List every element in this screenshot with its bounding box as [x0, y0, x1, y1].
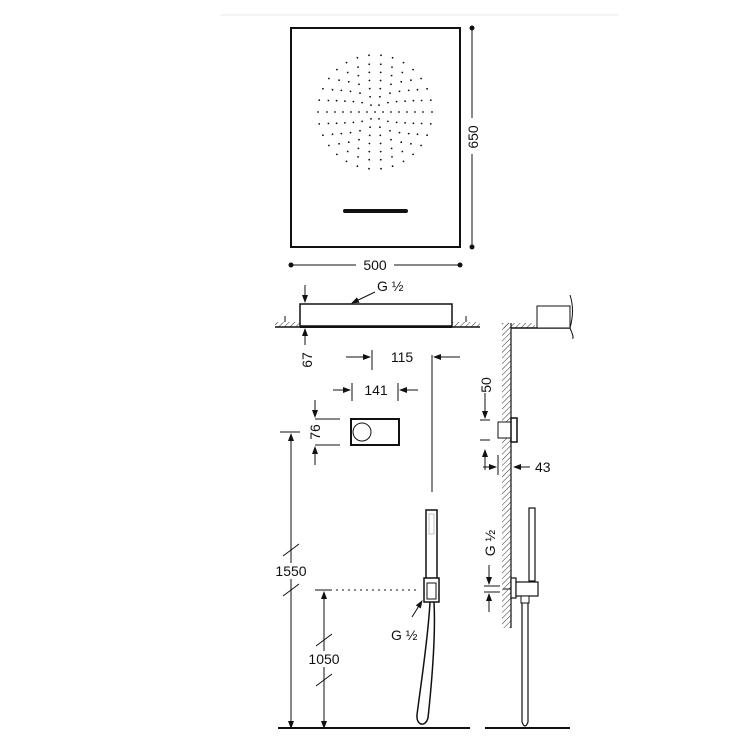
waterfall-slot: [343, 209, 408, 213]
dim-1050: 1050: [308, 589, 420, 729]
dim-76: 76: [307, 400, 340, 465]
dim-43: 43: [483, 455, 551, 475]
dim-label-side-thread: G ½: [482, 529, 498, 556]
dim-label-43: 43: [535, 459, 551, 475]
dim-label-50: 50: [478, 377, 494, 393]
dim-outlet-thread-side: G ½: [482, 529, 500, 612]
dim-67: 67: [299, 285, 315, 368]
nozzle-pattern: [317, 54, 433, 170]
shower-head-side-view: [275, 303, 480, 328]
control-plate: [350, 418, 400, 446]
wall-side-view: [497, 294, 574, 628]
dim-label-500: 500: [363, 257, 387, 273]
dim-1550: 1550: [275, 431, 307, 729]
hand-shower-side: [503, 507, 539, 727]
dim-label-650: 650: [465, 125, 481, 149]
dim-label-67: 67: [299, 352, 315, 368]
dim-label-141: 141: [364, 382, 388, 398]
dim-650: 650: [464, 25, 481, 250]
dim-115: 115: [346, 349, 460, 492]
dim-500: 500: [288, 257, 463, 273]
hand-shower-front: [416, 509, 440, 725]
dim-label-1050: 1050: [308, 651, 339, 667]
shower-head-front-view: [290, 27, 461, 248]
label-inlet-thread: G ½: [377, 278, 404, 294]
dim-label-1550: 1550: [275, 563, 306, 579]
dim-label-115: 115: [391, 349, 414, 365]
label-outlet-thread: G ½: [391, 627, 418, 643]
dim-141: 141: [333, 382, 418, 401]
dim-label-76: 76: [307, 424, 323, 440]
dim-50: 50: [478, 377, 494, 470]
